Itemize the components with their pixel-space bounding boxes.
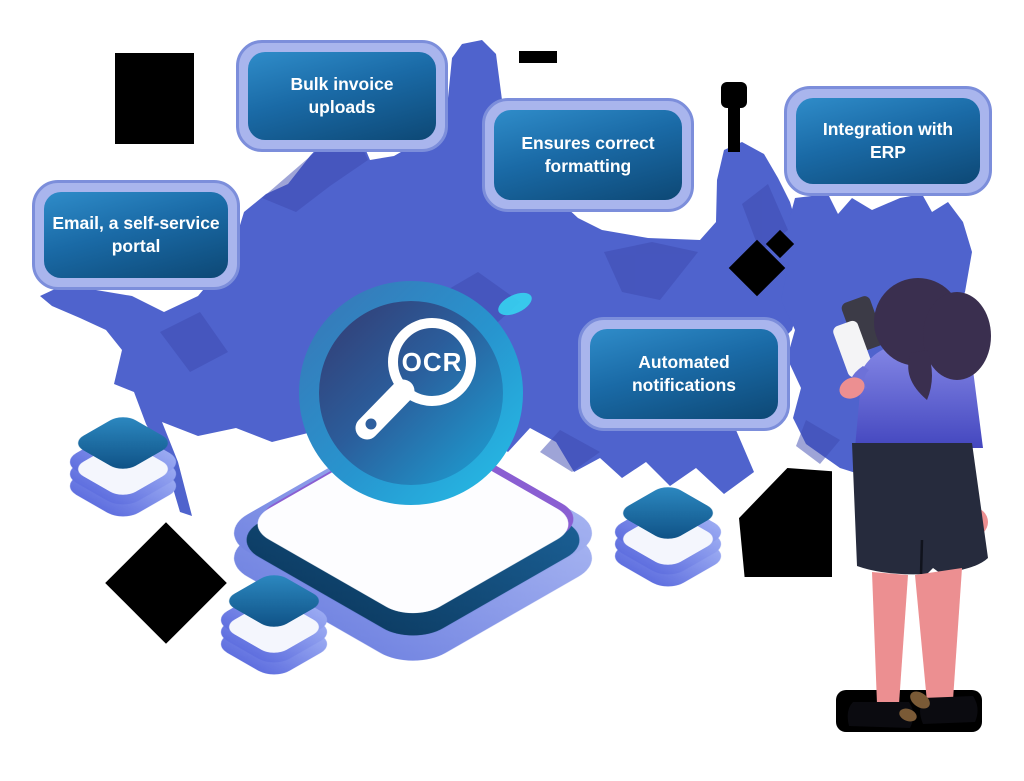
woman-hair: [874, 278, 991, 400]
render-artifact: [519, 51, 557, 63]
node-label: Integration with ERP: [796, 98, 980, 184]
woman-hand-left: [839, 377, 865, 399]
node-label: Automated notifications: [590, 329, 778, 419]
node-erp-integration: Integration with ERP: [784, 86, 992, 196]
layers-icon-left: [55, 400, 191, 528]
node-bulk-uploads: Bulk invoice uploads: [236, 40, 448, 152]
layers-icon-bottom: [206, 558, 342, 686]
woman-shoes: [847, 696, 978, 728]
node-label: Email, a self-service portal: [44, 192, 228, 278]
node-label: Bulk invoice uploads: [248, 52, 436, 140]
render-artifact: [721, 82, 747, 108]
shoe-detail: [910, 691, 930, 709]
skirt-slit: [919, 539, 924, 575]
render-artifact: [728, 104, 740, 152]
node-email-portal: Email, a self-service portal: [32, 180, 240, 290]
layers-icon-right: [600, 470, 736, 598]
node-correct-formatting: Ensures correct formatting: [482, 98, 694, 212]
node-automated-notifications: Automated notifications: [578, 317, 790, 431]
phone-icon: [833, 296, 885, 378]
ocr-badge: OCR: [299, 281, 523, 505]
node-label: Ensures correct formatting: [494, 110, 682, 200]
ocr-badge-label: OCR: [402, 347, 463, 377]
shoe-detail: [899, 708, 917, 722]
woman-figure: [815, 258, 1010, 738]
woman-skirt: [852, 443, 988, 575]
magnifier-icon: OCR: [355, 318, 476, 440]
render-artifact: [115, 53, 194, 144]
woman-legs: [872, 568, 962, 704]
